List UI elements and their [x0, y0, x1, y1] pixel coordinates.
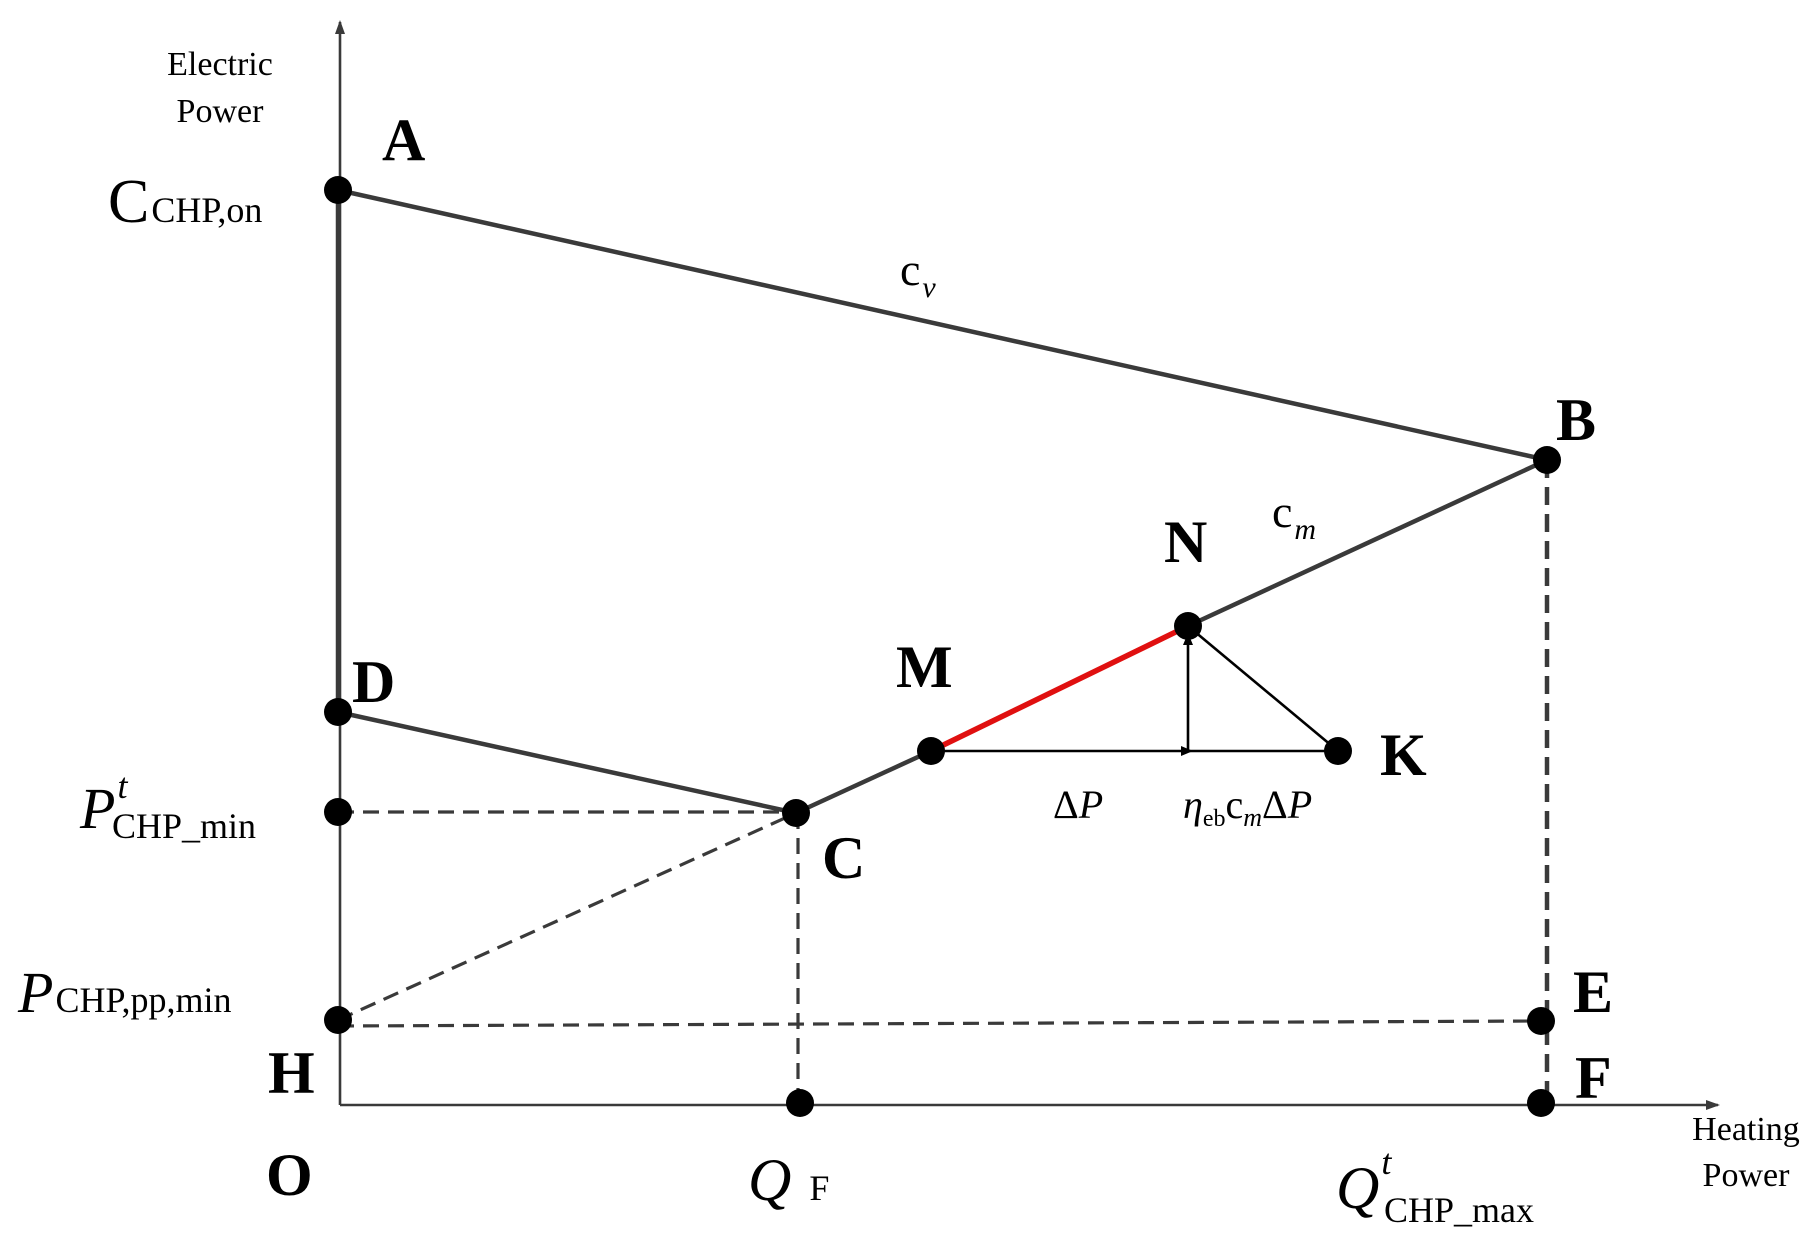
point-qf [786, 1089, 814, 1117]
p-chp-min-sub: CHP_min [112, 806, 256, 846]
x-axis-title-line1: Heating [1692, 1111, 1800, 1148]
label-m: M [896, 634, 953, 700]
label-n: N [1164, 509, 1207, 575]
eta-sub: eb [1203, 806, 1226, 832]
point-e [1527, 1007, 1555, 1035]
label-c-chp-on: CCHP,on [108, 168, 262, 236]
eta-var: P [1287, 782, 1312, 827]
eta-c: c [1226, 782, 1244, 827]
delta-p-delta: Δ [1053, 782, 1079, 827]
label-d: D [352, 649, 395, 715]
x-axis-title-line2: Power [1703, 1157, 1791, 1194]
label-h: H [268, 1040, 315, 1106]
label-delta-p: ΔP [1053, 782, 1103, 827]
guide-h-e [337, 1019, 1542, 1028]
point-f [1527, 1089, 1555, 1117]
q-f-main: Q [748, 1147, 791, 1213]
p-chp-pp-min-main: P [17, 960, 53, 1025]
label-k: K [1380, 722, 1427, 788]
guide-h-c [337, 811, 797, 1022]
point-m [917, 737, 945, 765]
label-f: F [1575, 1045, 1612, 1111]
p-chp-min-sup: t [117, 766, 128, 806]
q-f-sub: F [809, 1168, 829, 1208]
eta-c-sub: m [1243, 803, 1262, 832]
segment-n-k [1187, 625, 1339, 752]
p-chp-min-main: P [79, 776, 115, 841]
point-h [324, 1006, 352, 1034]
q-chp-max-sub: CHP_max [1384, 1190, 1534, 1230]
c-chp-on-main: C [108, 168, 149, 236]
label-o: O [266, 1142, 313, 1208]
point-d [324, 698, 352, 726]
edge-a-b [337, 187, 1548, 463]
cm-main: c [1272, 486, 1292, 537]
cm-sub: m [1294, 513, 1316, 546]
y-axis-title-line2: Power [177, 93, 265, 130]
q-chp-max-main: Q [1336, 1155, 1379, 1221]
delta-p-var: P [1078, 782, 1103, 827]
label-e: E [1573, 959, 1613, 1025]
cv-sub: v [922, 271, 936, 304]
edge-c-m [795, 748, 932, 816]
edge-n-b [1187, 457, 1548, 629]
label-cv: cv [900, 244, 936, 304]
label-b: B [1556, 387, 1596, 453]
point-b [1533, 446, 1561, 474]
y-axis-title-line1: Electric [167, 46, 273, 83]
label-p-chp-pp-min: PCHP,pp,min [17, 960, 231, 1025]
label-eta-term: ηebcmΔP [1183, 782, 1312, 832]
point-k [1324, 737, 1352, 765]
c-chp-on-sub: CHP,on [151, 190, 262, 230]
label-a: A [382, 107, 425, 173]
eta-delta: Δ [1262, 782, 1288, 827]
point-c [782, 799, 810, 827]
label-c: C [822, 825, 865, 891]
point-p-chp-min [324, 798, 352, 826]
edge-d-c [337, 709, 797, 816]
q-chp-max-sup: t [1381, 1142, 1392, 1182]
eta-symbol: η [1183, 782, 1203, 827]
cv-main: c [900, 244, 920, 295]
label-cm: cm [1272, 486, 1316, 546]
edge-m-n-highlight [929, 623, 1190, 754]
point-a [324, 176, 352, 204]
p-chp-pp-min-sub: CHP,pp,min [55, 980, 231, 1020]
point-n [1174, 612, 1202, 640]
